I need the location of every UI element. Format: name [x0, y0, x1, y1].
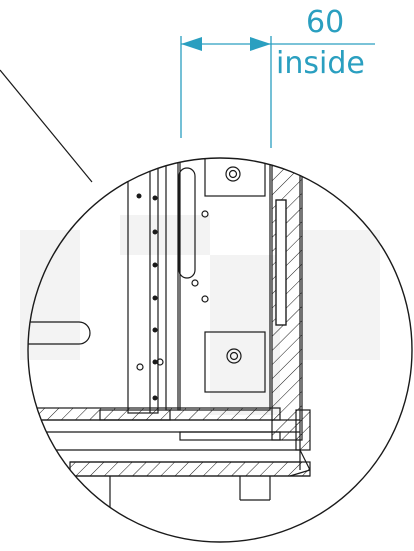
side-panel	[127, 158, 159, 414]
detail-circle	[27, 157, 413, 543]
detail-content	[28, 158, 311, 542]
arrow-right	[250, 37, 271, 51]
base-layer-2	[69, 461, 311, 477]
dimension-annotation	[180, 36, 375, 148]
block-upper	[204, 158, 266, 197]
dimension-value: 60	[306, 5, 345, 40]
slot	[28, 321, 91, 345]
watermark	[20, 215, 380, 415]
leader-line	[0, 69, 93, 183]
block-lower	[204, 331, 266, 393]
hole-column	[136, 159, 158, 401]
arrow-left	[181, 37, 202, 51]
handle-slot	[178, 167, 196, 279]
dimension-note: inside	[276, 46, 365, 81]
